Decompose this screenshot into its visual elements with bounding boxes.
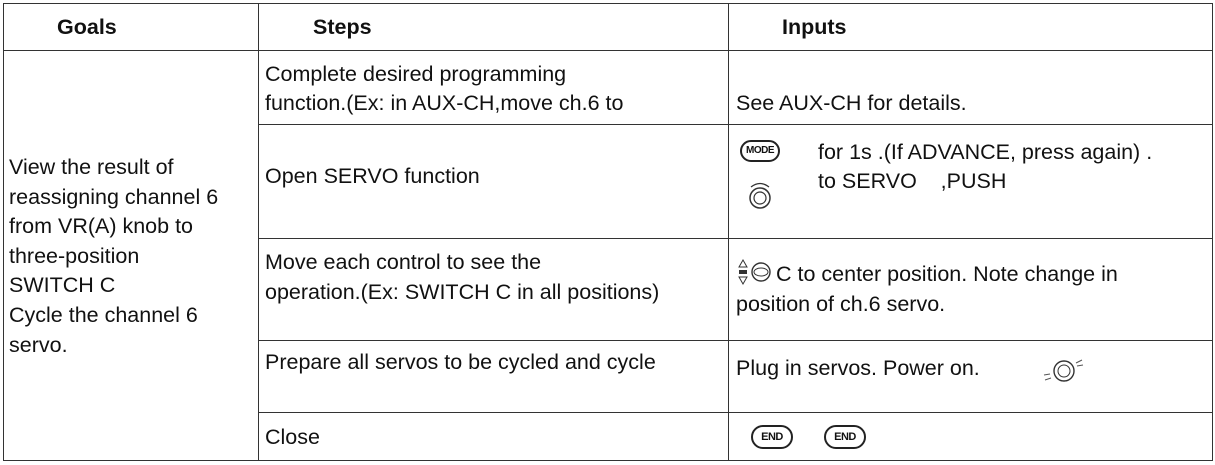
step-3-line2: operation.(Ex: SWITCH C in all positions… (265, 280, 660, 304)
step-1-line2: function.(Ex: in AUX-CH,move ch.6 to (265, 91, 624, 115)
header-steps: Steps (313, 15, 372, 39)
switch-icon (738, 258, 771, 286)
border-row4 (258, 412, 1213, 413)
border-col1 (258, 3, 259, 461)
step-5: Close (265, 425, 320, 449)
border-header (3, 50, 1213, 51)
end-button-icon: END (751, 425, 793, 449)
border-row1 (258, 124, 1213, 125)
input-3-line1: C to center position. Note change in (776, 262, 1118, 286)
border-row2 (258, 238, 1213, 239)
border-right (1212, 3, 1213, 461)
end-button-icon: END (824, 425, 866, 449)
dial-icon (749, 182, 771, 209)
step-3-line1: Move each control to see the (265, 250, 542, 274)
header-goals: Goals (57, 15, 117, 39)
input-1: See AUX-CH for details. (736, 91, 967, 115)
border-bottom (3, 460, 1213, 461)
input-2-line2: to SERVO ,PUSH (818, 169, 1007, 193)
step-1-line1: Complete desired programming (265, 62, 567, 86)
input-4: Plug in servos. Power on. (736, 356, 980, 380)
header-inputs: Inputs (782, 15, 847, 39)
border-left (3, 3, 4, 461)
border-row3 (258, 340, 1213, 341)
border-col2 (728, 3, 729, 461)
input-3-line2: position of ch.6 servo. (736, 292, 946, 316)
step-2: Open SERVO function (265, 164, 480, 188)
step-4: Prepare all servos to be cycled and cycl… (265, 350, 656, 374)
input-2-line1: for 1s .(If ADVANCE, press again) . (818, 140, 1153, 164)
border-top (3, 3, 1213, 4)
power-dial-icon (1043, 359, 1084, 382)
mode-button-icon: MODE (740, 140, 780, 162)
